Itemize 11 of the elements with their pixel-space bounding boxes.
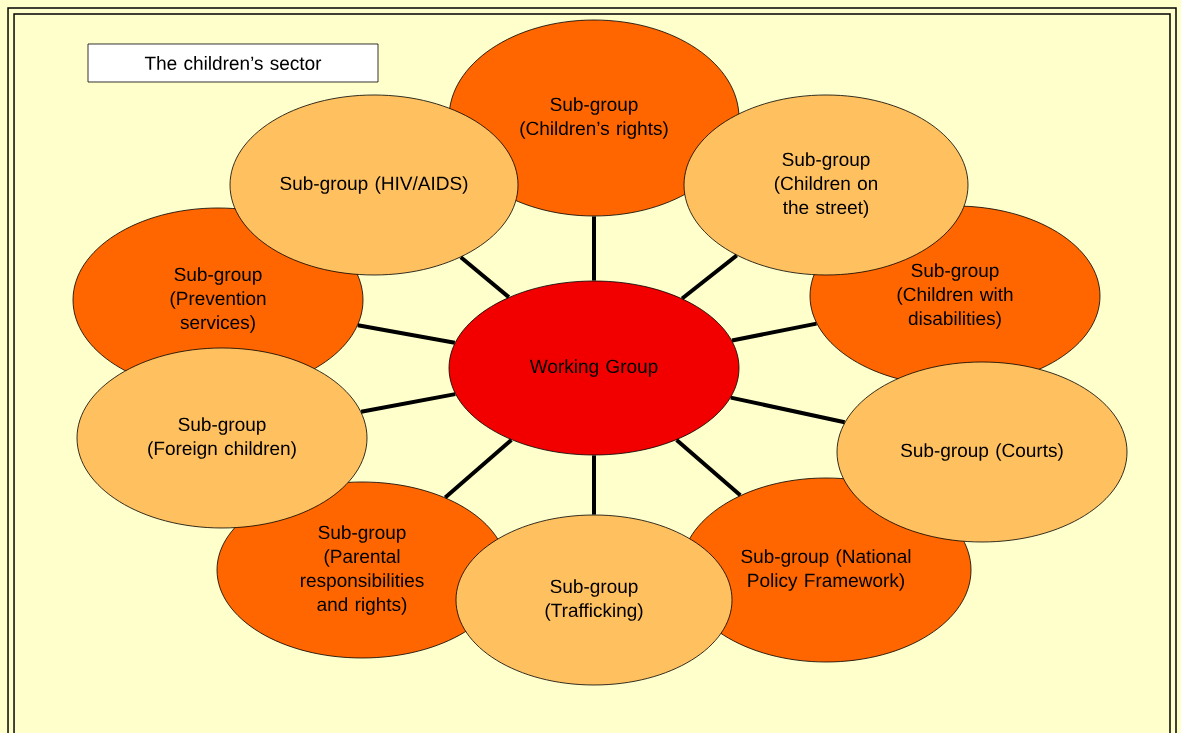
connector-line: [675, 438, 742, 497]
connector-line: [592, 455, 596, 515]
connector-line: [731, 321, 817, 343]
connector-line: [730, 395, 846, 425]
connector-line: [357, 323, 456, 345]
connector-line: [680, 253, 738, 301]
connector-line: [592, 216, 596, 281]
connector-line: [360, 392, 456, 414]
connector-line: [443, 438, 513, 500]
connector-line: [459, 255, 511, 299]
title-box: The children’s sector: [87, 43, 379, 83]
